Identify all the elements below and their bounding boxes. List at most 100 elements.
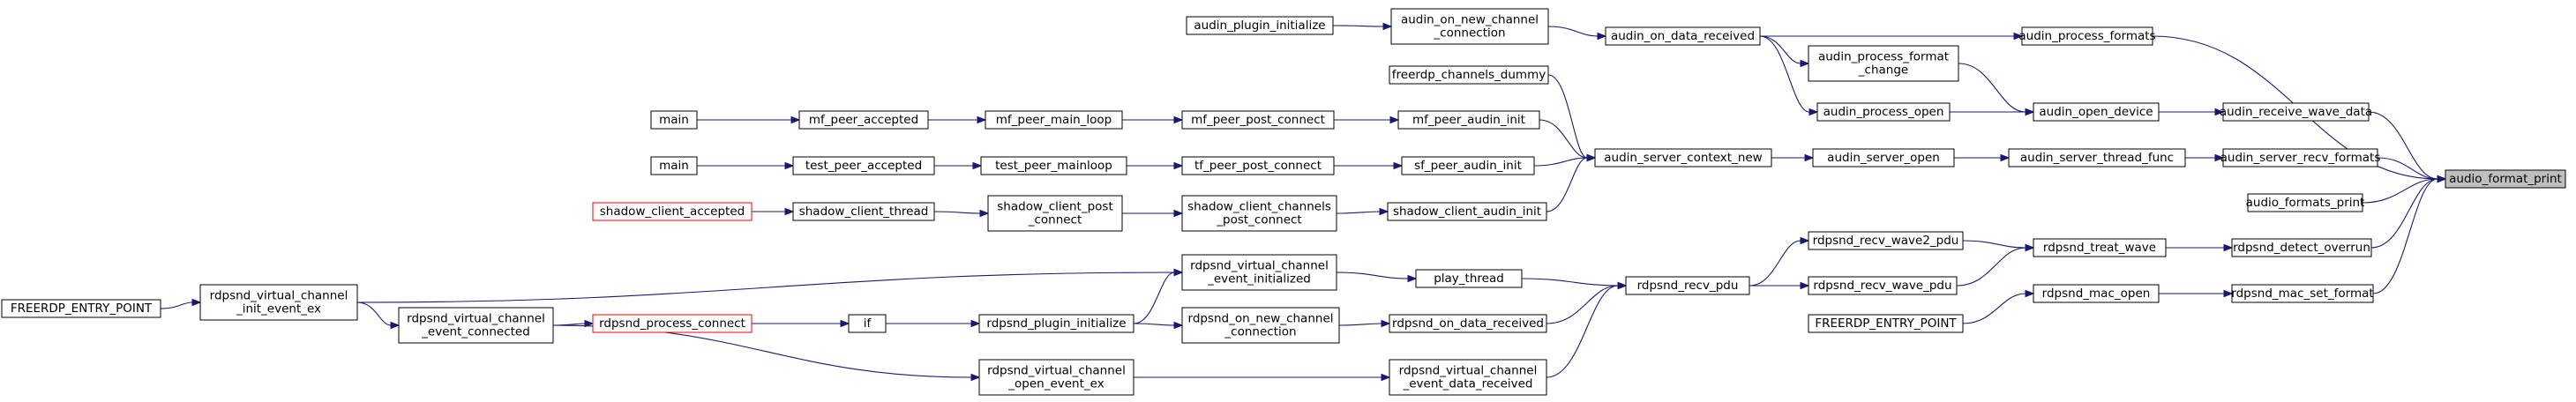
node-main1[interactable]: main	[650, 110, 698, 130]
node-mf-peer-post-connect[interactable]: mf_peer_post_connect	[1181, 110, 1335, 130]
node-box[interactable]	[798, 110, 929, 130]
node-shadow-client-audin-init[interactable]: shadow_client_audin_init	[1387, 202, 1547, 221]
node-box[interactable]	[792, 156, 935, 175]
node-box[interactable]	[2222, 102, 2370, 122]
node-box[interactable]	[1181, 156, 1335, 175]
node-box[interactable]	[1186, 16, 1334, 35]
node-recv-wave2-pdu[interactable]: rdpsnd_recv_wave2_pdu	[1808, 231, 1964, 250]
node-box[interactable]	[650, 110, 698, 130]
node-mac-open[interactable]: rdpsnd_mac_open	[2033, 284, 2160, 303]
node-box[interactable]	[1812, 148, 1955, 168]
node-vc-event-data-received[interactable]: rdpsnd_virtual_channel_event_data_receiv…	[1389, 359, 1547, 396]
node-box[interactable]	[1181, 254, 1337, 291]
node-tf-peer-post-connect[interactable]: tf_peer_post_connect	[1181, 156, 1335, 175]
node-box[interactable]	[1390, 8, 1549, 45]
node-test-peer-accepted[interactable]: test_peer_accepted	[792, 156, 935, 175]
node-sf-peer-audin-init[interactable]: sf_peer_audin_init	[1401, 156, 1535, 175]
node-box[interactable]	[978, 359, 1134, 396]
node-box[interactable]	[1625, 276, 1750, 295]
node-box[interactable]	[2247, 193, 2363, 212]
node-shadow-client-channels-post-connect[interactable]: shadow_client_channels_post_connect	[1181, 195, 1337, 232]
node-box[interactable]	[1387, 202, 1547, 221]
node-box[interactable]	[985, 110, 1123, 130]
node-vc-event-connected[interactable]: rdpsnd_virtual_channel_event_connected	[398, 307, 554, 344]
node-mf-peer-accepted[interactable]: mf_peer_accepted	[798, 110, 929, 130]
node-on-new-channel-conn-rdpsnd[interactable]: rdpsnd_on_new_channel_connection	[1181, 307, 1340, 344]
node-play-thread[interactable]: play_thread	[1415, 269, 1523, 288]
node-box[interactable]	[2021, 26, 2153, 46]
node-box[interactable]	[1397, 110, 1540, 130]
node-box[interactable]	[1808, 276, 1958, 295]
node-box[interactable]	[2033, 238, 2167, 257]
node-ep-right[interactable]: FREERDP_ENTRY_POINT	[1808, 314, 1964, 333]
node-audio-formats-print[interactable]: audio_formats_print	[2246, 193, 2365, 212]
node-box[interactable]	[2231, 238, 2372, 257]
node-plugin-initialize-rdpsnd[interactable]: rdpsnd_plugin_initialize	[978, 314, 1134, 333]
node-box[interactable]	[1389, 359, 1547, 396]
node-box[interactable]	[1415, 269, 1523, 288]
node-box[interactable]	[792, 202, 935, 221]
node-mf-peer-audin-init[interactable]: mf_peer_audin_init	[1397, 110, 1540, 130]
node-vc-init-event-ex[interactable]: rdpsnd_virtual_channel_init_event_ex	[199, 284, 358, 321]
node-box[interactable]	[592, 202, 753, 221]
node-box[interactable]	[1181, 110, 1335, 130]
node-server-thread-func[interactable]: audin_server_thread_func	[2008, 148, 2186, 168]
node-shadow-client-accepted[interactable]: shadow_client_accepted	[592, 202, 753, 221]
node-box[interactable]	[2445, 169, 2566, 189]
node-recv-wave-pdu[interactable]: rdpsnd_recv_wave_pdu	[1808, 276, 1958, 295]
node-server-open[interactable]: audin_server_open	[1812, 148, 1955, 168]
node-on-new-channel-conn[interactable]: audin_on_new_channel_connection	[1390, 8, 1549, 45]
node-box[interactable]	[592, 314, 753, 333]
node-root[interactable]: audio_format_print	[2445, 169, 2566, 189]
node-shadow-client-post-connect[interactable]: shadow_client_post_connect	[987, 195, 1123, 232]
node-process-connect[interactable]: rdpsnd_process_connect	[592, 314, 753, 333]
node-treat-wave[interactable]: rdpsnd_treat_wave	[2033, 238, 2167, 257]
node-on-data-received[interactable]: audin_on_data_received	[1605, 26, 1761, 46]
node-process-open[interactable]: audin_process_open	[1816, 102, 1951, 122]
node-open-device[interactable]: audin_open_device	[2033, 102, 2160, 122]
node-mac-set-format[interactable]: rdpsnd_mac_set_format	[2231, 284, 2374, 303]
node-recv-pdu[interactable]: rdpsnd_recv_pdu	[1625, 276, 1750, 295]
node-detect-overrun[interactable]: rdpsnd_detect_overrun	[2231, 238, 2372, 257]
node-box[interactable]	[650, 156, 698, 175]
node-box[interactable]	[398, 307, 554, 344]
node-box[interactable]	[2231, 284, 2374, 303]
node-plugin-initialize-audin[interactable]: audin_plugin_initialize	[1186, 16, 1334, 35]
node-box[interactable]	[1181, 307, 1340, 344]
node-box[interactable]	[980, 156, 1127, 175]
node-process-formats[interactable]: audin_process_formats	[2018, 26, 2156, 46]
node-box[interactable]	[1594, 148, 1772, 168]
node-box[interactable]	[848, 314, 887, 333]
node-box[interactable]	[987, 195, 1123, 232]
node-server-context-new[interactable]: audin_server_context_new	[1594, 148, 1772, 168]
node-vc-event-initialized[interactable]: rdpsnd_virtual_channel_event_initialized	[1181, 254, 1337, 291]
node-box[interactable]	[2008, 148, 2186, 168]
node-box[interactable]	[1389, 65, 1549, 85]
node-box[interactable]	[2033, 284, 2160, 303]
node-box[interactable]	[1816, 102, 1951, 122]
node-box[interactable]	[2033, 102, 2160, 122]
node-box[interactable]	[1808, 314, 1964, 333]
node-if-node[interactable]: if	[848, 314, 887, 333]
node-box[interactable]	[1389, 314, 1547, 333]
node-receive-wave-data[interactable]: audin_receive_wave_data	[2220, 102, 2372, 122]
node-box[interactable]	[978, 314, 1134, 333]
node-test-peer-mainloop[interactable]: test_peer_mainloop	[980, 156, 1127, 175]
node-server-recv-formats[interactable]: audin_server_recv_formats	[2220, 148, 2381, 168]
node-box[interactable]	[1605, 26, 1761, 46]
node-freerdp-channels-dummy[interactable]: freerdp_channels_dummy	[1389, 65, 1549, 85]
node-vc-open-event-ex[interactable]: rdpsnd_virtual_channel_open_event_ex	[978, 359, 1134, 396]
node-box[interactable]	[1181, 195, 1337, 232]
node-box[interactable]	[1401, 156, 1535, 175]
node-box[interactable]	[2222, 148, 2378, 168]
node-main2[interactable]: main	[650, 156, 698, 175]
node-box[interactable]	[1808, 231, 1964, 250]
node-mf-peer-main-loop[interactable]: mf_peer_main_loop	[985, 110, 1123, 130]
node-box[interactable]	[199, 284, 358, 321]
node-on-data-received-rdpsnd[interactable]: rdpsnd_on_data_received	[1389, 314, 1547, 333]
node-process-format-change[interactable]: audin_process_format_change	[1808, 45, 1959, 82]
node-box[interactable]	[1808, 45, 1959, 82]
node-box[interactable]	[1, 299, 161, 318]
node-ep-left[interactable]: FREERDP_ENTRY_POINT	[1, 299, 161, 318]
node-shadow-client-thread[interactable]: shadow_client_thread	[792, 202, 935, 221]
